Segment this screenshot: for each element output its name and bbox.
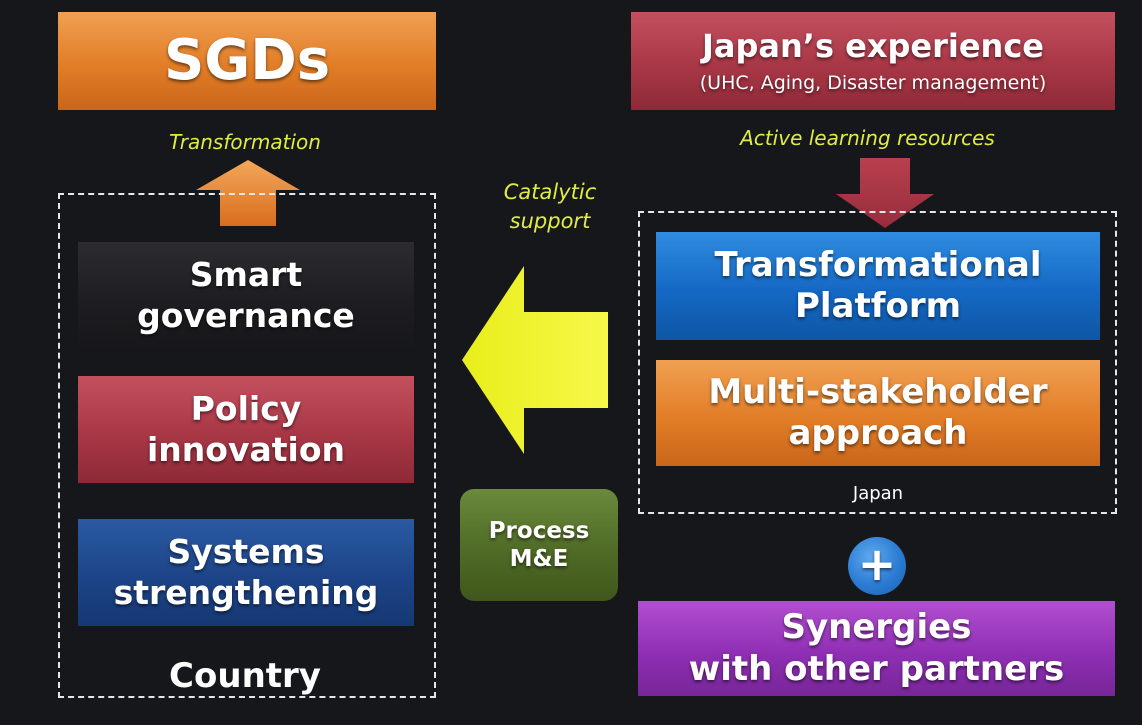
synergies-line2: with other partners [688, 648, 1065, 689]
policy-innovation-box: Policy innovation [78, 376, 414, 483]
catalytic-line2: support [509, 209, 591, 234]
process-me-box: Process M&E [460, 489, 618, 601]
sgds-box: SGDs [58, 12, 436, 110]
smart-governance-line2: governance [137, 295, 355, 335]
transformational-platform-box: Transformational Platform [656, 232, 1100, 340]
catalytic-support-label: Catalytic support [470, 178, 630, 237]
plus-icon: + [848, 537, 906, 595]
country-label: Country [169, 656, 321, 696]
transformational-line1: Transformational [714, 244, 1042, 285]
process-line1: Process [488, 517, 590, 544]
multi-stakeholder-line2: approach [788, 413, 968, 453]
smart-governance-box: Smart governance [78, 242, 414, 349]
smart-governance-line1: Smart [189, 255, 303, 295]
sgds-label: SGDs [163, 27, 331, 93]
synergies-line1: Synergies [781, 607, 972, 648]
transformational-line2: Platform [794, 286, 962, 326]
country-group-frame [58, 193, 436, 698]
catalytic-line1: Catalytic [503, 180, 597, 204]
multi-stakeholder-box: Multi-stakeholder approach [656, 360, 1100, 466]
japan-group-frame [638, 211, 1117, 514]
systems-strengthening-line1: Systems [167, 532, 325, 572]
transformation-label: Transformation [169, 130, 321, 154]
plus-symbol: + [857, 537, 897, 591]
japans-experience-title: Japan’s experience [702, 26, 1044, 65]
catalytic-support-left-arrow [462, 266, 608, 454]
multi-stakeholder-line1: Multi-stakeholder [708, 371, 1048, 412]
japans-experience-subtitle: (UHC, Aging, Disaster management) [699, 71, 1047, 94]
process-line2: M&E [509, 546, 569, 572]
systems-strengthening-line2: strengthening [113, 572, 379, 612]
policy-innovation-line1: Policy [190, 389, 302, 429]
japans-experience-box: Japan’s experience (UHC, Aging, Disaster… [631, 12, 1115, 110]
policy-innovation-line2: innovation [147, 429, 345, 469]
systems-strengthening-box: Systems strengthening [78, 519, 414, 626]
japan-label: Japan [852, 483, 904, 504]
synergies-box: Synergies with other partners [638, 601, 1115, 696]
active-learning-resources-label: Active learning resources [740, 126, 995, 150]
resources-down-arrow [836, 158, 934, 228]
